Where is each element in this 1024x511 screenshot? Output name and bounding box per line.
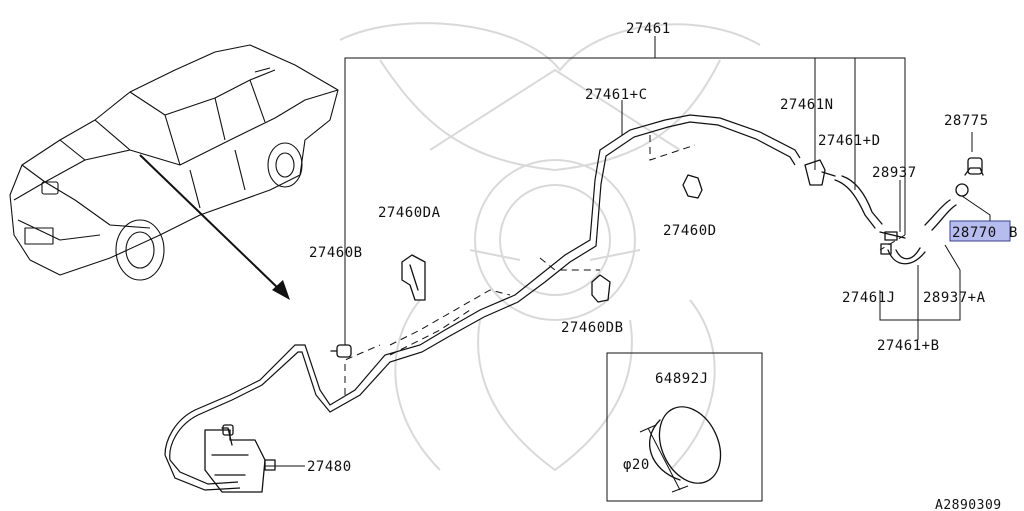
- label-28770b-suffix: B: [1009, 225, 1018, 241]
- clip-27460db: [591, 274, 611, 303]
- label-27461: 27461: [626, 21, 671, 37]
- label-28770b: 28770: [952, 225, 997, 241]
- clip-27460d: [682, 174, 703, 199]
- washer-hose: [164, 114, 906, 491]
- label-27461b: 27461+B: [877, 338, 940, 354]
- leader-lines-right: [879, 132, 973, 340]
- highlight-28770b: [949, 220, 1011, 242]
- washer-tank-27480: [204, 424, 305, 493]
- nozzle-joint-27461n: [804, 159, 836, 186]
- inset-64892j: [606, 352, 763, 502]
- hose-27461d: [834, 175, 883, 229]
- label-27461n: 27461N: [780, 97, 834, 113]
- label-27480: 27480: [307, 459, 352, 475]
- clip-27460da: [401, 254, 426, 301]
- label-27460d: 27460D: [663, 223, 717, 239]
- label-phi20: φ20: [623, 457, 650, 473]
- car-illustration: [9, 44, 339, 281]
- label-27461d: 27461+D: [818, 133, 881, 149]
- watermark-emblem: [339, 22, 761, 472]
- connector-28937: [879, 231, 906, 241]
- diagram-reference-code: A2890309: [935, 498, 1002, 511]
- clamp-28770b: [955, 183, 991, 225]
- label-64892j: 64892J: [655, 371, 709, 387]
- label-28937a: 28937+A: [923, 290, 986, 306]
- hose-27461j: [880, 243, 926, 265]
- label-27461c: 27461+C: [585, 87, 648, 103]
- label-28775: 28775: [944, 113, 989, 129]
- leader-frame-27461: [344, 36, 906, 345]
- label-27461j: 27461J: [842, 290, 896, 306]
- check-valve-28775: [964, 157, 984, 176]
- clip-27460b: [330, 344, 352, 358]
- label-28937: 28937: [872, 165, 917, 181]
- hose-28937a: [924, 199, 957, 231]
- label-27460db: 27460DB: [561, 320, 624, 336]
- label-27460b: 27460B: [309, 245, 363, 261]
- label-27460da: 27460DA: [378, 205, 441, 221]
- location-arrow: [139, 154, 290, 300]
